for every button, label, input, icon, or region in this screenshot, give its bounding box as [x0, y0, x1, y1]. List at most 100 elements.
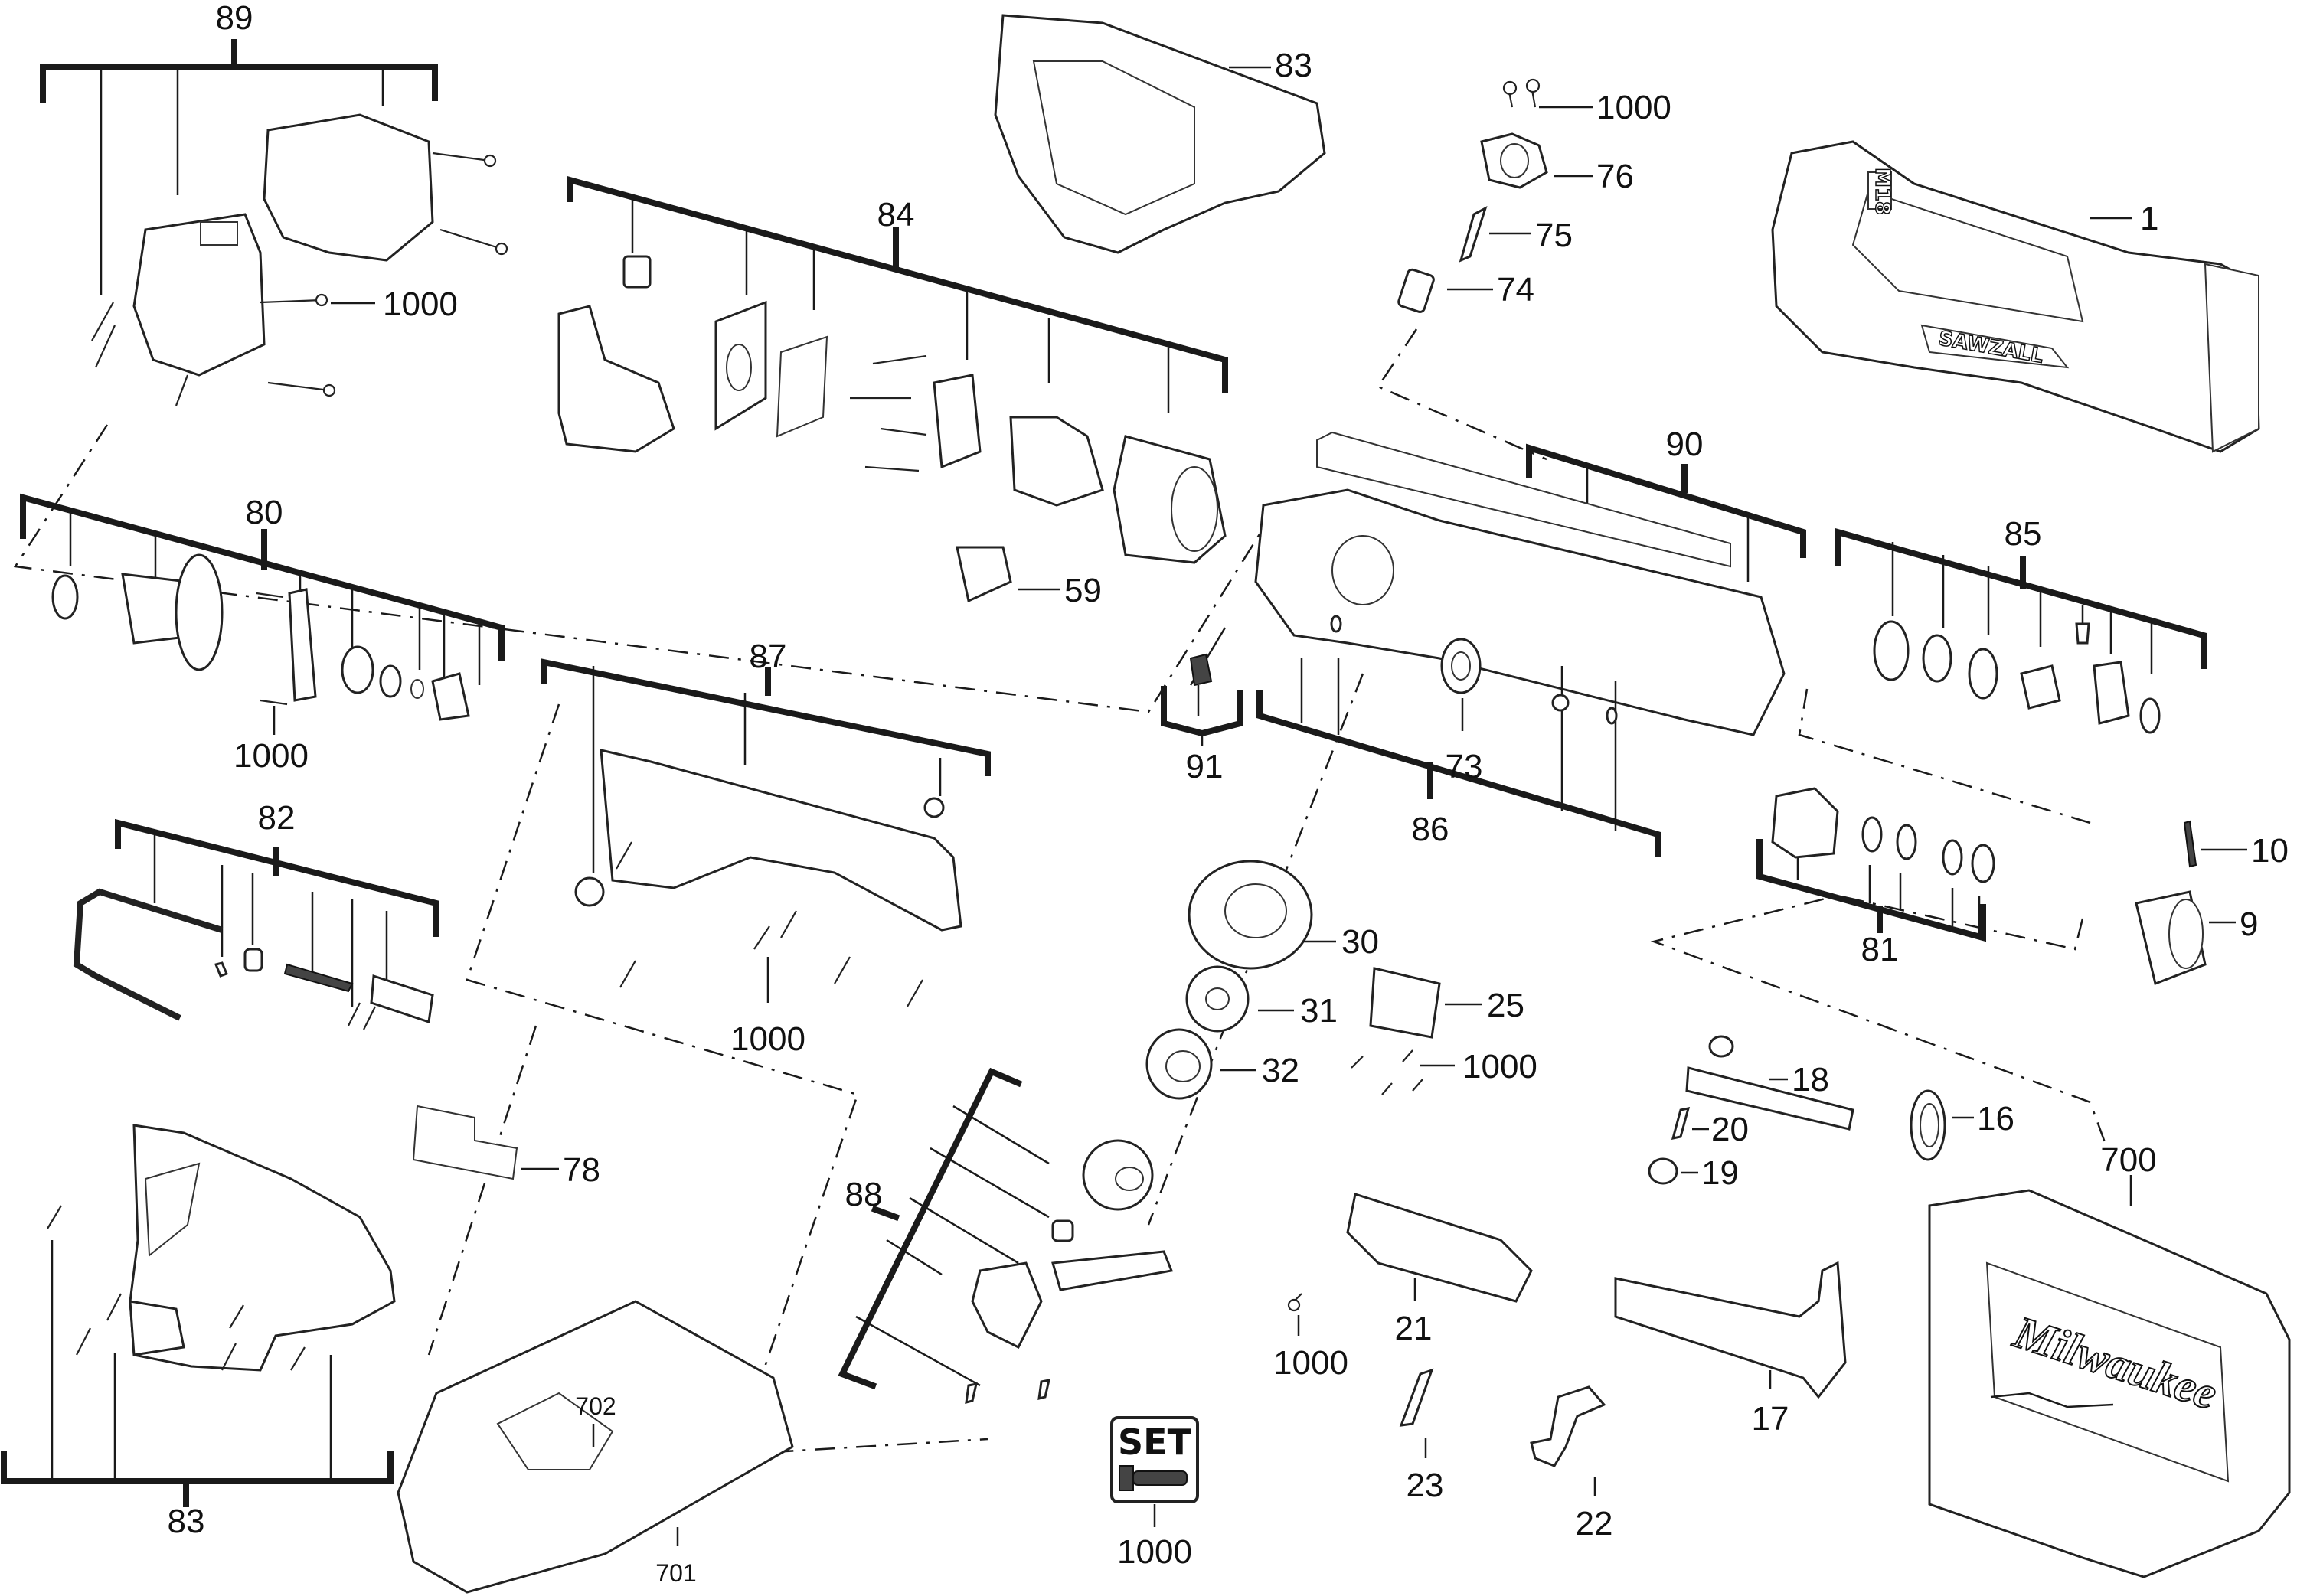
callout-1000: 1000	[1273, 1344, 1348, 1382]
washer[interactable]	[1942, 839, 1963, 876]
switch-actuator-59[interactable]	[956, 546, 1012, 603]
collar[interactable]	[2093, 661, 2130, 725]
screw[interactable]	[175, 374, 189, 406]
shoe-17[interactable]	[1614, 1261, 1847, 1399]
wiring-rail[interactable]	[1316, 431, 1731, 568]
motor-housing-half-left[interactable]	[132, 213, 266, 377]
screw[interactable]	[267, 381, 330, 392]
bevel-gear-hub	[1224, 883, 1287, 938]
leaders-87	[592, 666, 942, 873]
bearing-small[interactable]	[51, 574, 79, 620]
o-ring[interactable]	[2139, 697, 2161, 734]
case-insert-702[interactable]	[496, 1392, 614, 1470]
callout-85: 85	[2005, 515, 2042, 553]
plunger-18[interactable]	[1685, 1066, 1854, 1131]
screws-1000[interactable]	[1351, 1049, 1423, 1095]
callout-21: 21	[1395, 1310, 1433, 1347]
stud[interactable]	[1551, 694, 1570, 712]
screws[interactable]	[47, 1205, 306, 1371]
part-1: M18 SAWZALL 1	[1771, 140, 2260, 453]
pin-75[interactable]	[1459, 205, 1488, 263]
screw[interactable]	[260, 299, 322, 304]
bushing[interactable]	[243, 948, 263, 972]
pins[interactable]	[965, 1379, 1050, 1404]
bearing-ring[interactable]	[1896, 824, 1917, 860]
sleeve[interactable]	[2020, 664, 2061, 710]
lever-body[interactable]	[370, 974, 434, 1023]
screw[interactable]	[439, 228, 502, 250]
handle-grip-zigzag	[144, 1162, 201, 1258]
assembly-91: 91	[1161, 627, 1243, 785]
link-arm[interactable]	[1051, 1250, 1174, 1291]
callout-9: 9	[2240, 906, 2258, 943]
ball-pin[interactable]	[2075, 622, 2090, 645]
label-sticker-78[interactable]	[412, 1105, 518, 1180]
shoe-bracket-21[interactable]	[1346, 1193, 1533, 1303]
gear-case[interactable]	[1254, 488, 1786, 736]
callout-1000: 1000	[1596, 89, 1671, 126]
counterweight[interactable]	[971, 1261, 1043, 1350]
screw[interactable]	[94, 325, 116, 368]
assembly-80: 80 1000	[20, 493, 505, 775]
switch-module[interactable]	[557, 305, 675, 453]
led-module[interactable]	[1189, 653, 1213, 687]
gear-set: 30 31 32 25 1000	[1145, 860, 1537, 1100]
washer[interactable]	[1861, 816, 1883, 853]
handle-housing-cavity	[1032, 60, 1195, 216]
clamp-ring[interactable]	[1873, 620, 1910, 681]
shoe-lever-22[interactable]	[1530, 1385, 1606, 1467]
roller-19[interactable]	[1648, 1157, 1678, 1185]
gear-housing-cover[interactable]	[600, 749, 962, 932]
m18-badge	[1867, 171, 1892, 210]
needle-bearing[interactable]	[1051, 1219, 1074, 1242]
bearing-73-inner	[1451, 651, 1471, 681]
washer-31-hole	[1205, 987, 1230, 1010]
bracket-87	[541, 658, 991, 776]
blade-lever[interactable]	[73, 888, 224, 1021]
washer[interactable]	[410, 679, 424, 699]
armature-fan[interactable]	[175, 553, 224, 671]
screws-1000[interactable]	[616, 841, 923, 1007]
bracket-89	[40, 64, 438, 103]
callout-17: 17	[1752, 1400, 1789, 1438]
gasket[interactable]	[776, 335, 828, 438]
pin[interactable]	[1330, 615, 1342, 633]
roller[interactable]	[1708, 1035, 1734, 1058]
plug[interactable]	[574, 876, 605, 907]
spring[interactable]	[1922, 634, 1952, 683]
bumper[interactable]	[923, 797, 945, 818]
screw[interactable]	[432, 152, 491, 162]
pin[interactable]	[1606, 707, 1618, 725]
long-screws[interactable]	[850, 354, 927, 472]
part-78: 78	[412, 1105, 600, 1189]
spring-10[interactable]	[2183, 820, 2197, 868]
callout-1000: 1000	[234, 737, 309, 775]
bearing-large[interactable]	[341, 645, 374, 694]
screw[interactable]	[91, 302, 114, 341]
bracket-25[interactable]	[1369, 967, 1441, 1039]
carry-case-701: 702 701	[397, 1300, 794, 1594]
contact-block[interactable]	[1009, 416, 1104, 507]
baffle-plate[interactable]	[288, 588, 317, 702]
screws[interactable]	[348, 1002, 376, 1030]
pin-20[interactable]	[1671, 1107, 1691, 1140]
clamp-sleeve[interactable]	[1771, 787, 1839, 859]
motor-housing-half-right[interactable]	[263, 113, 434, 262]
bracket-91	[1161, 686, 1243, 737]
retaining-ring[interactable]	[379, 664, 402, 698]
spring[interactable]	[283, 963, 354, 993]
bearing-plate-hole	[1500, 143, 1529, 178]
seal[interactable]	[1971, 844, 1995, 883]
switch-insert[interactable]	[622, 255, 652, 289]
bushing-74[interactable]	[1397, 268, 1435, 313]
pin-23[interactable]	[1399, 1368, 1434, 1427]
cam-ring[interactable]	[1968, 648, 1998, 700]
pinion-gear[interactable]	[431, 672, 470, 721]
bracket-88-stem	[871, 1205, 900, 1222]
nose-sleeve-opening	[2168, 899, 2204, 969]
screws-1000[interactable]	[256, 592, 288, 706]
pin[interactable]	[214, 961, 228, 978]
callout-25: 25	[1487, 987, 1524, 1024]
brush-ring[interactable]	[933, 374, 982, 469]
callout-83: 83	[168, 1503, 205, 1540]
